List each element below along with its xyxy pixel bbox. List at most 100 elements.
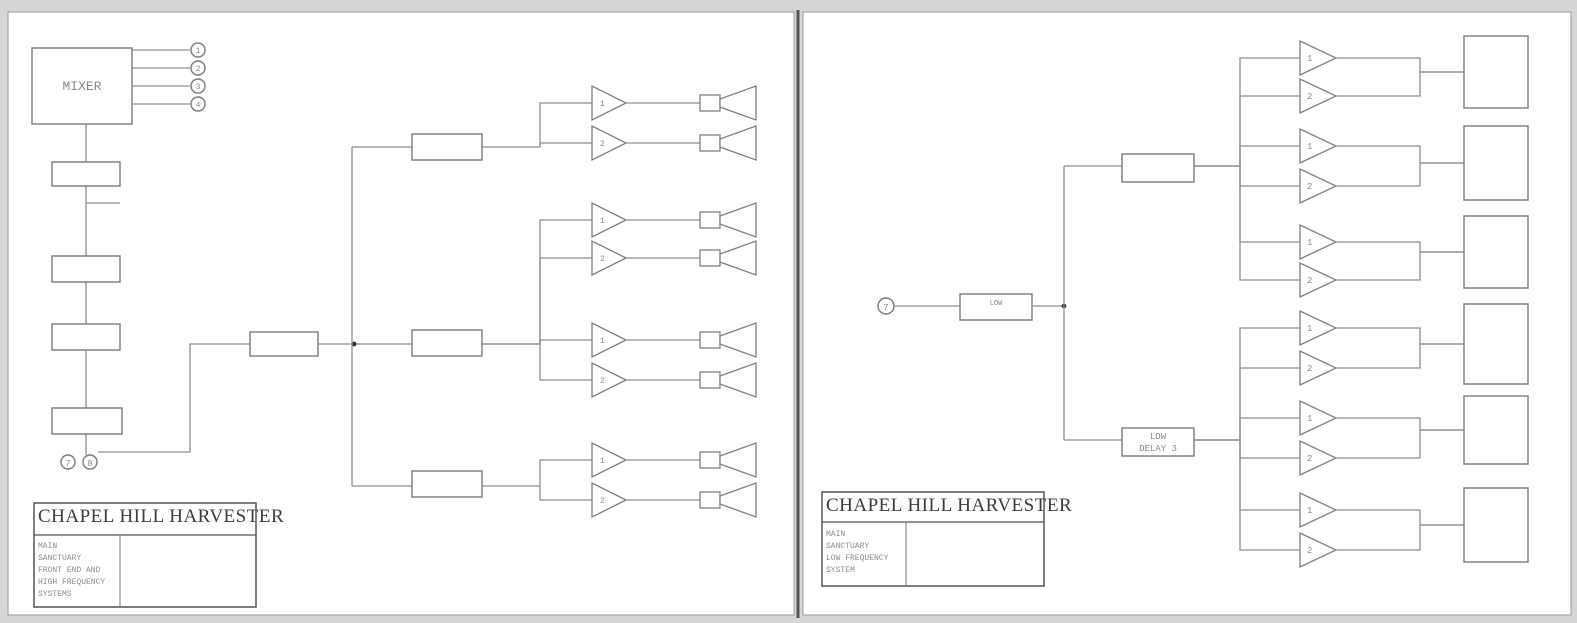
lf-amplifier-triangle (1299, 309, 1338, 347)
lf-amp-number: 1 (1307, 414, 1312, 424)
lf-feed-wire (1239, 95, 1300, 166)
mixer-output-number: 4 (196, 101, 201, 110)
junction-dot (351, 341, 357, 347)
low-comp-label: LOW (990, 300, 1003, 308)
lf-feed-wire (1239, 166, 1300, 281)
left-title-block (33, 502, 257, 608)
lf-amplifier-triangle (1299, 77, 1338, 115)
hf-amp-number: 1 (600, 457, 605, 466)
lf-amplifier-triangle (1299, 261, 1338, 299)
mixer-output-number: 1 (196, 47, 201, 56)
lf-amp-number: 1 (1307, 142, 1312, 152)
hf-feed-wire (482, 459, 592, 487)
lf-amplifier-triangle (1299, 491, 1338, 529)
lf-amp-number: 2 (1307, 182, 1312, 192)
lf-cabinet-box (1463, 215, 1529, 289)
source-8-circle (82, 454, 98, 470)
hf-amp-number: 1 (600, 217, 605, 226)
lf-cabinet-box (1463, 395, 1529, 465)
right-system-line-4: SYSTEM (826, 566, 855, 575)
lf-cabinet-box (1463, 35, 1529, 109)
hf-amplifier-triangle (591, 124, 628, 162)
hf-horn-bell (719, 85, 757, 121)
mixer-box (31, 47, 133, 125)
lf-amp-number: 1 (1307, 54, 1312, 64)
mixer-output-circle (190, 42, 206, 58)
lf-feed-wire (1239, 440, 1300, 551)
lf-amplifier-triangle (1299, 439, 1338, 477)
right-system-line-2: SANCTUARY (826, 542, 869, 551)
lf-amplifier-triangle (1299, 399, 1338, 437)
power-to-highcomp-wire (98, 343, 250, 453)
hf-feed-wire (482, 102, 592, 148)
lf-amp-number: 2 (1307, 92, 1312, 102)
hf-horn-bell (719, 442, 757, 478)
lf-amp-number: 1 (1307, 238, 1312, 248)
hf-feed-wire (539, 257, 592, 344)
hf-amp-number: 1 (600, 337, 605, 346)
hf-horn-bell (719, 362, 757, 398)
hf-horn-bell (719, 482, 757, 518)
mixer-output-number: 2 (196, 65, 201, 74)
right-title-block (821, 491, 1045, 587)
hf-horn-bell (719, 125, 757, 161)
source-7-label: 7 (65, 459, 70, 469)
right-title: CHAPEL HILL HARVESTER (826, 495, 1072, 516)
hf-amplifier-triangle (591, 84, 628, 122)
hf-amp-number: 2 (600, 377, 605, 386)
lf-amp-number: 1 (1307, 506, 1312, 516)
lf-cabinet-box (1463, 303, 1529, 385)
hf-horn-driver (699, 211, 721, 229)
lf-feed-wire (1239, 367, 1300, 440)
main-power-box (51, 407, 123, 435)
hf-amp-number: 1 (600, 100, 605, 109)
hf-amplifier-triangle (591, 481, 628, 519)
lf-amplifier-triangle (1299, 39, 1338, 77)
mixer-output-circle (190, 96, 206, 112)
hf-amp-number: 2 (600, 140, 605, 149)
hf-horn-bell (719, 202, 757, 238)
hf-feed-wire (539, 142, 592, 147)
lf-amp-to-cabinet-wire (1336, 343, 1464, 369)
hf-horn-driver (699, 331, 721, 349)
high-delay-2-box (411, 329, 483, 357)
hf-horn-driver (699, 371, 721, 389)
lf-amp-to-cabinet-wire (1336, 524, 1464, 551)
source-7-circle (60, 454, 76, 470)
left-system-line-2: SANCTUARY (38, 554, 81, 563)
right-system-line-1: MAIN (826, 530, 845, 539)
hf-horn-driver (699, 249, 721, 267)
left-system-line-3: FRONT END AND (38, 566, 101, 575)
left-title: CHAPEL HILL HARVESTER (38, 506, 284, 527)
mixer-output-circle (190, 60, 206, 76)
lf-amplifier-triangle (1299, 127, 1338, 165)
hf-horn-driver (699, 134, 721, 152)
low-delay-3-line1: LOW (1150, 432, 1167, 442)
left-system-line-1: MAIN (38, 542, 57, 551)
lf-amp-to-cabinet-wire (1336, 251, 1464, 281)
lf-amp-number: 1 (1307, 324, 1312, 334)
lf-amp-number: 2 (1307, 546, 1312, 556)
lf-amp-number: 2 (1307, 276, 1312, 286)
lf-amplifier-triangle (1299, 167, 1338, 205)
hf-horn-driver (699, 451, 721, 469)
lf-cabinet-box (1463, 125, 1529, 201)
lf-cabinet-box (1463, 487, 1529, 563)
hf-amp-number: 2 (600, 255, 605, 264)
hf-horn-driver (699, 491, 721, 509)
lf-amp-to-cabinet-wire (1336, 429, 1464, 459)
hf-feed-wire (539, 344, 592, 381)
hf-amplifier-triangle (591, 239, 628, 277)
hf-horn-bell (719, 322, 757, 358)
hf-horn-driver (699, 94, 721, 112)
lf-amplifier-triangle (1299, 349, 1338, 387)
main-notch-box (51, 255, 121, 283)
low-comp-box (959, 293, 1033, 321)
high-delay-4-box (411, 470, 483, 498)
high-comp-box (249, 331, 319, 357)
source-8-label: 8 (87, 459, 92, 469)
